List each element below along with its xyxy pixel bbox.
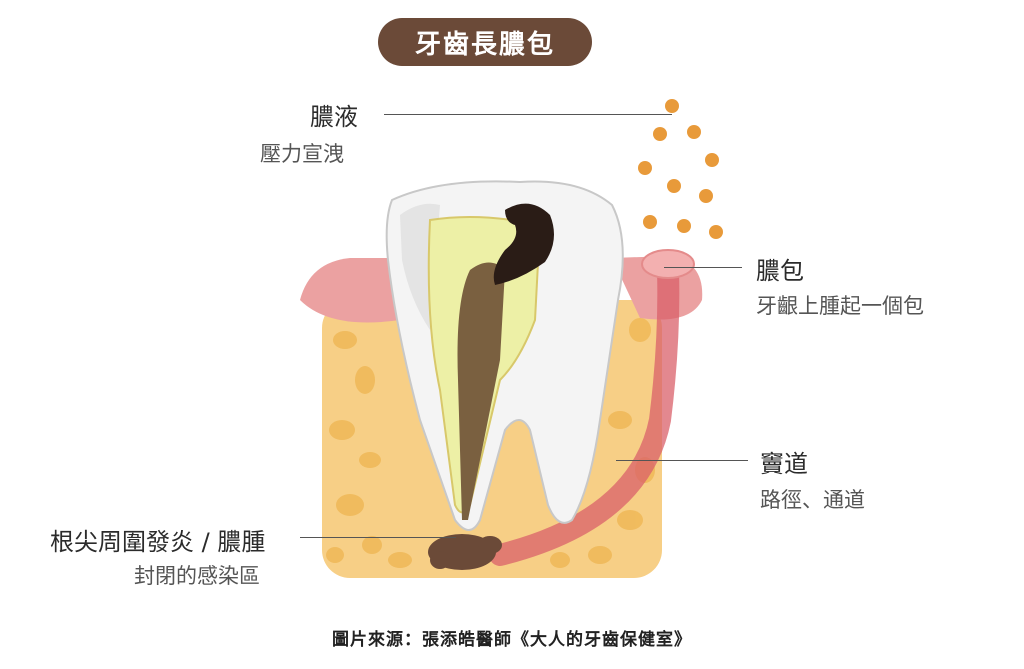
label-pus-sub: 壓力宣洩 <box>260 142 344 166</box>
label-abscess-sub: 牙齦上腫起一個包 <box>756 294 924 318</box>
leader-sinus <box>616 460 748 461</box>
label-sinus-title: 竇道 <box>760 450 808 478</box>
label-apical-sub: 封閉的感染區 <box>134 564 260 588</box>
leader-abscess <box>664 267 742 268</box>
sinus-tract <box>489 259 680 566</box>
diagram-title: 牙齒長膿包 <box>378 18 592 66</box>
image-credit: 圖片來源：張添皓醫師《大人的牙齒保健室》 <box>332 630 692 650</box>
label-apical-title: 根尖周圍發炎 / 膿腫 <box>50 528 266 556</box>
label-sinus-sub: 路徑、通道 <box>760 488 865 512</box>
gum-abscess <box>641 249 695 279</box>
label-abscess-title: 膿包 <box>756 257 804 285</box>
pus-droplets <box>638 99 723 239</box>
leader-apical <box>300 537 456 538</box>
infected-canal <box>457 262 505 520</box>
leader-pus <box>384 114 672 115</box>
tooth-decay <box>493 203 554 285</box>
label-pus-title: 膿液 <box>310 103 358 131</box>
gum-left <box>300 258 400 323</box>
